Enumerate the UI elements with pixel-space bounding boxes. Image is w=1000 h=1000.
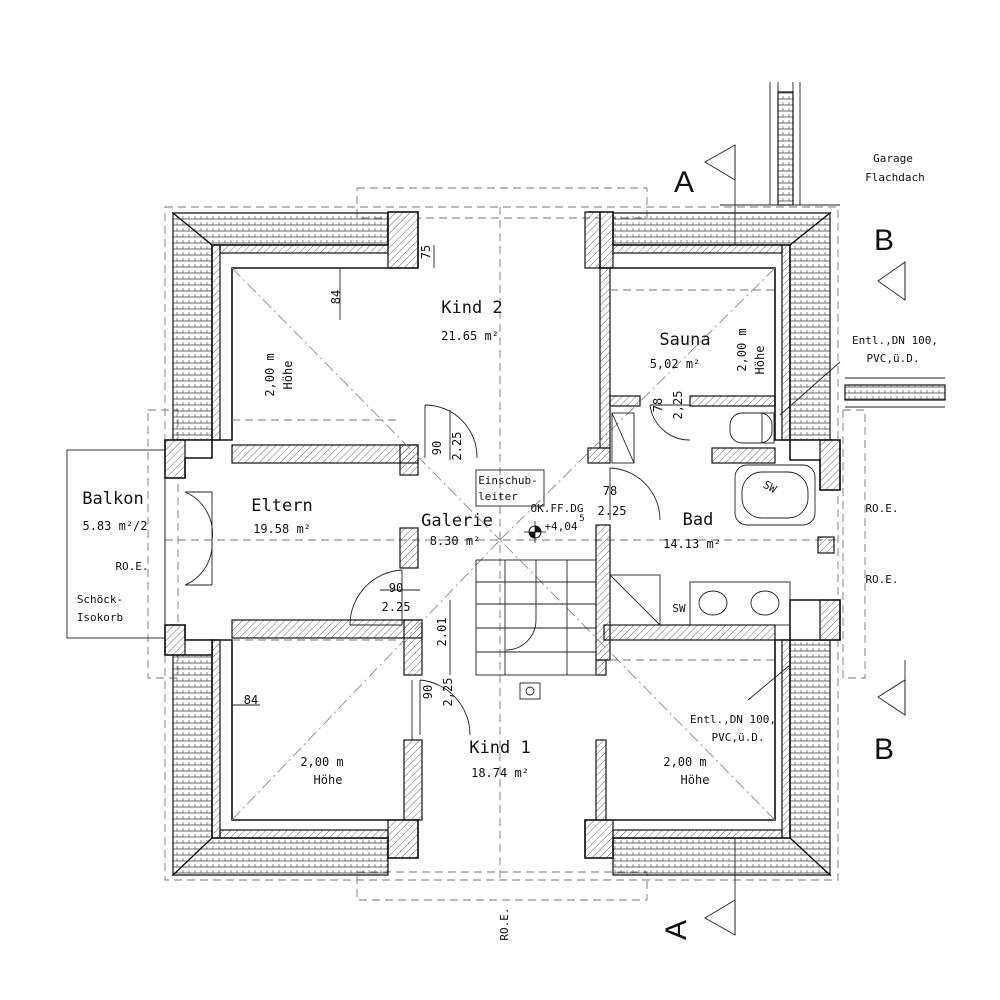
height-kind2-a: 2,00 m bbox=[263, 353, 277, 396]
dim-door-eltern-h: 2.25 bbox=[382, 600, 411, 614]
dimension-ticks bbox=[232, 245, 451, 740]
dim-door-bad-w: 78 bbox=[603, 484, 617, 498]
section-label-b-top: B bbox=[874, 224, 894, 257]
note-okffdg-1: OK.FF.DG bbox=[531, 502, 584, 515]
note-sw-shower: SW bbox=[672, 602, 686, 615]
room-name-galerie: Galerie bbox=[421, 511, 493, 531]
room-area-kind2: 21.65 m² bbox=[441, 329, 499, 343]
room-name-kind1: Kind 1 bbox=[469, 738, 530, 758]
note-roe-right-1: RO.E. bbox=[865, 502, 898, 515]
roof-eaves bbox=[171, 211, 832, 877]
height-sauna-a: 2,00 m bbox=[735, 328, 749, 371]
dim-door-eltern-w: 90 bbox=[389, 581, 403, 595]
dim-door-kind2-w: 90 bbox=[430, 441, 444, 455]
dim-door-sauna-w: 78 bbox=[651, 398, 665, 412]
note-entl-bot-2: PVC,ü.D. bbox=[712, 731, 765, 744]
room-area-galerie: 8.30 m² bbox=[430, 534, 481, 548]
staircase bbox=[475, 559, 597, 700]
section-label-b-bottom: B bbox=[874, 733, 894, 766]
dim-door-kind1-w: 90 bbox=[421, 685, 435, 699]
note-schoeck-1: Schöck- bbox=[77, 593, 123, 606]
interior-walls bbox=[231, 267, 776, 821]
room-area-kind1: 18.74 m² bbox=[471, 766, 529, 780]
note-einschub-2: leiter bbox=[478, 490, 518, 503]
dim-84-left: 84 bbox=[244, 693, 258, 707]
section-label-a-bottom: A bbox=[660, 920, 693, 940]
room-name-balkon: Balkon bbox=[82, 489, 143, 509]
room-name-kind2: Kind 2 bbox=[441, 298, 502, 318]
attic-ladder bbox=[475, 469, 545, 507]
note-okffdg-sup: 5 bbox=[579, 514, 584, 524]
note-okffdg-2: +4,04 bbox=[544, 520, 577, 533]
dim-door-kind1-h: 2,25 bbox=[441, 678, 455, 707]
note-einschub-1: Einschub- bbox=[478, 474, 538, 487]
labels: Kind 2 21.65 m² Sauna 5,02 m² Eltern 19.… bbox=[77, 152, 938, 941]
level-marker bbox=[524, 521, 546, 543]
height-kind2-b: Höhe bbox=[281, 361, 295, 390]
outer-walls bbox=[211, 211, 791, 859]
height-kind1-a: 2,00 m bbox=[663, 755, 706, 769]
height-sauna-b: Höhe bbox=[753, 346, 767, 375]
height-eltern-b: Höhe bbox=[314, 773, 343, 787]
room-area-eltern: 19.58 m² bbox=[253, 522, 311, 536]
side-bays bbox=[164, 439, 841, 656]
garage-edge bbox=[720, 82, 946, 408]
dim-door-sauna-h: 2,25 bbox=[671, 391, 685, 420]
room-name-sauna: Sauna bbox=[659, 330, 710, 350]
section-label-a-top: A bbox=[674, 166, 694, 199]
note-roe-right-2: RO.E. bbox=[865, 573, 898, 586]
dim-84-top: 84 bbox=[329, 290, 343, 304]
room-name-eltern: Eltern bbox=[251, 496, 312, 516]
note-roe-bottom: RO.E. bbox=[498, 907, 511, 940]
doors bbox=[184, 404, 691, 736]
balcony bbox=[66, 449, 166, 639]
note-entl-top-1: Entl.,DN 100, bbox=[852, 334, 938, 347]
note-entl-bot-1: Entl.,DN 100, bbox=[690, 713, 776, 726]
room-area-bad: 14.13 m² bbox=[663, 537, 721, 551]
note-roe-balkon: RO.E. bbox=[115, 560, 148, 573]
section-lines bbox=[704, 144, 906, 936]
room-area-sauna: 5,02 m² bbox=[650, 357, 701, 371]
dim-door-bad-h: 2.25 bbox=[598, 504, 627, 518]
dim-stair-h: 2.01 bbox=[435, 618, 449, 647]
room-area-balkon: 5.83 m²/2 bbox=[82, 519, 147, 533]
note-schoeck-2: Isokorb bbox=[77, 611, 123, 624]
bath-fixtures bbox=[609, 412, 816, 626]
drain-arrows bbox=[747, 361, 841, 701]
note-sw-tub: SW bbox=[761, 478, 779, 496]
dim-75: 75 bbox=[419, 245, 433, 259]
height-eltern-a: 2,00 m bbox=[300, 755, 343, 769]
construction-lines bbox=[147, 187, 866, 901]
note-entl-top-2: PVC,ü.D. bbox=[867, 352, 920, 365]
room-name-bad: Bad bbox=[683, 510, 714, 530]
height-kind1-b: Höhe bbox=[681, 773, 710, 787]
roof-diagonals bbox=[231, 267, 776, 821]
note-garage-2: Flachdach bbox=[865, 171, 925, 184]
dim-door-kind2-h: 2.25 bbox=[450, 432, 464, 461]
note-garage-1: Garage bbox=[873, 152, 913, 165]
